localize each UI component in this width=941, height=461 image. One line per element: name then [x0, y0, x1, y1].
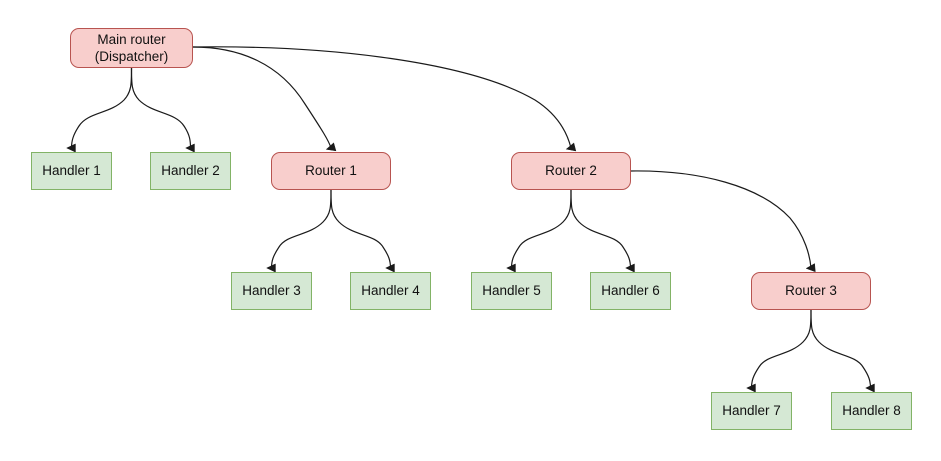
edge-router-2-to-handler-6: [570, 189, 635, 273]
node-main-router[interactable]: Main router (Dispatcher): [70, 28, 193, 68]
edge-router-3-to-handler-7: [746, 309, 812, 393]
edge-main-router-to-router-1: [192, 46, 337, 152]
edge-main-router-to-router-2: [192, 46, 577, 152]
node-label-handler-1: Handler 1: [42, 163, 101, 179]
node-router-1[interactable]: Router 1: [271, 152, 391, 190]
node-handler-8[interactable]: Handler 8: [831, 392, 912, 430]
node-handler-1[interactable]: Handler 1: [31, 152, 112, 190]
node-label-handler-8: Handler 8: [842, 403, 901, 419]
node-router-2[interactable]: Router 2: [511, 152, 631, 190]
edge-router-2-to-handler-5: [506, 189, 572, 273]
edge-router-3-to-handler-8: [810, 309, 875, 393]
node-label-handler-5: Handler 5: [482, 283, 541, 299]
edge-router-1-to-handler-3: [266, 189, 332, 273]
node-label-router-3: Router 3: [785, 283, 837, 299]
node-label-handler-2: Handler 2: [161, 163, 220, 179]
edges-group: [66, 46, 875, 393]
edge-main-router-to-handler-2: [130, 67, 195, 153]
edge-main-router-to-handler-1: [66, 67, 133, 153]
node-label-handler-7: Handler 7: [722, 403, 781, 419]
edge-router-1-to-handler-4: [330, 189, 395, 273]
node-label-handler-4: Handler 4: [361, 283, 420, 299]
node-router-3[interactable]: Router 3: [751, 272, 871, 310]
node-label-main-router: Main router (Dispatcher): [94, 31, 169, 64]
node-handler-7[interactable]: Handler 7: [711, 392, 792, 430]
node-handler-4[interactable]: Handler 4: [350, 272, 431, 310]
node-handler-6[interactable]: Handler 6: [590, 272, 671, 310]
node-handler-5[interactable]: Handler 5: [471, 272, 552, 310]
node-handler-3[interactable]: Handler 3: [231, 272, 312, 310]
node-label-router-1: Router 1: [305, 163, 357, 179]
node-label-handler-6: Handler 6: [601, 283, 660, 299]
edge-router-2-to-router-3: [630, 170, 816, 273]
node-label-handler-3: Handler 3: [242, 283, 301, 299]
node-handler-2[interactable]: Handler 2: [150, 152, 231, 190]
node-label-router-2: Router 2: [545, 163, 597, 179]
